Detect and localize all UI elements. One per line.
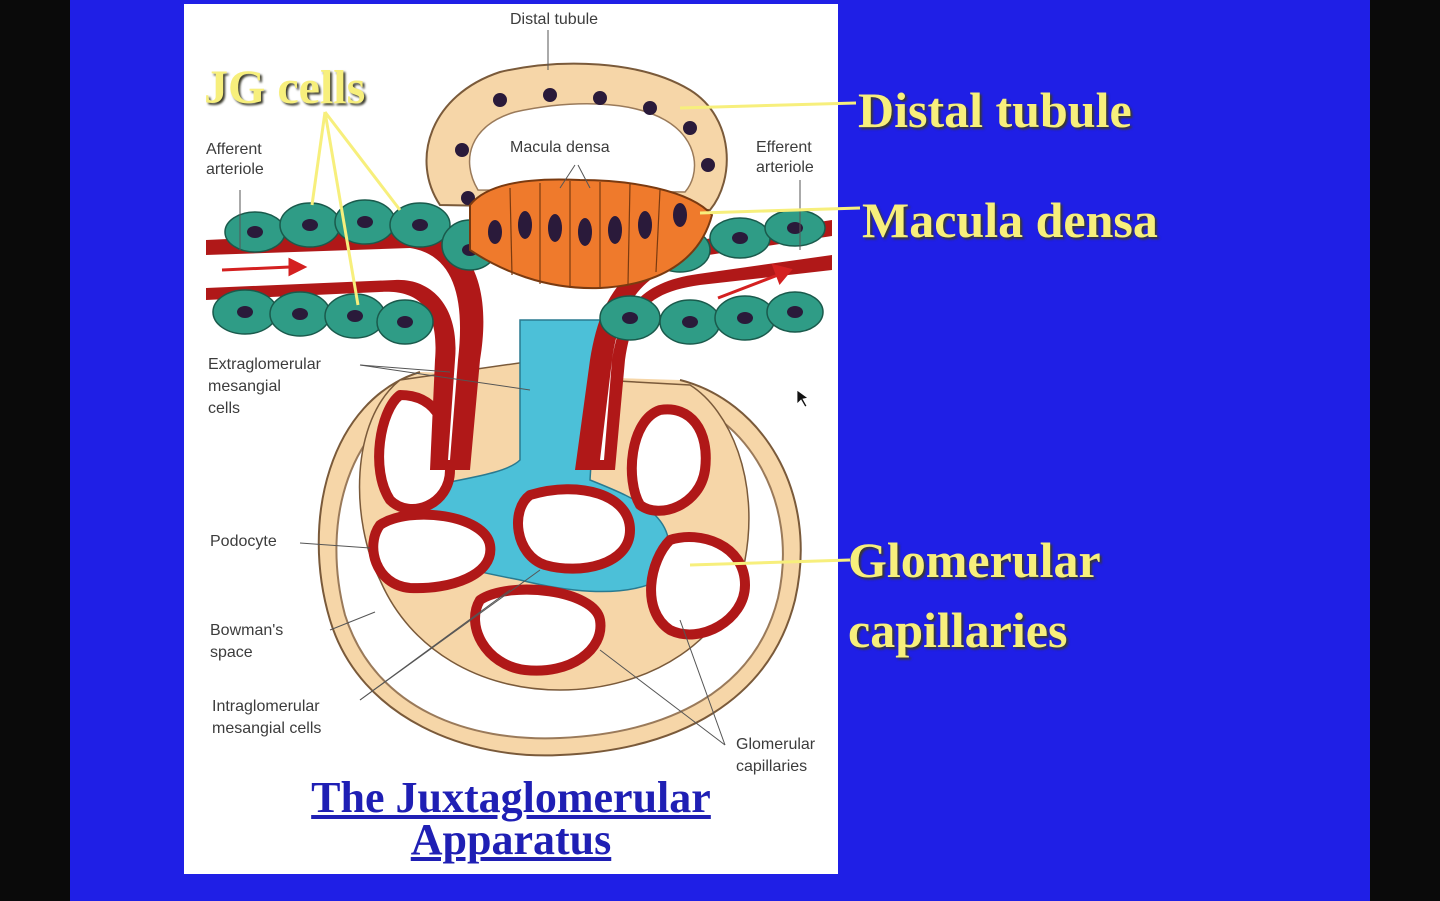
flow-arrow: [717, 273, 779, 300]
label-extraglomerular: Extraglomerular mesangial cells: [208, 356, 321, 417]
label-bowmans-space: Bowman's space: [210, 622, 284, 661]
flow-arrow: [221, 265, 291, 272]
diagram-title-line1: The Juxtaglomerular: [311, 773, 711, 822]
capillary-loop: [626, 404, 711, 516]
capillary-loop: [470, 584, 606, 676]
callout-glomerular-line1: Glomerular: [848, 532, 1101, 588]
callout-macula-densa: Macula densa: [862, 192, 1158, 248]
capillary-loop: [368, 509, 496, 594]
capillary-loop: [646, 532, 750, 640]
label-podocyte: Podocyte: [210, 533, 277, 550]
label-efferent-arteriole: Efferent arteriole: [756, 139, 814, 176]
label-afferent-arteriole: Afferent arteriole: [206, 141, 264, 178]
callout-line-glomerular: [689, 558, 851, 567]
callout-line-jg: [310, 111, 327, 206]
capillary-loop: [513, 484, 635, 574]
callout-line-jg: [323, 111, 360, 306]
callout-line-jg: [323, 111, 402, 211]
callout-line-distal: [679, 101, 857, 110]
diagram-title-line2: Apparatus: [410, 815, 612, 864]
label-macula-densa-small: Macula densa: [510, 139, 610, 156]
label-distal-tubule-small: Distal tubule: [510, 11, 599, 28]
label-glomerular-small: Glomerular capillaries: [736, 736, 816, 775]
callout-line-macula: [699, 206, 861, 215]
callout-jg-cells: JG cells: [204, 61, 366, 114]
afferent-arteriole-wall: [206, 230, 484, 470]
callout-distal-tubule: Distal tubule: [858, 82, 1132, 138]
label-intraglomerular: Intraglomerular mesangial cells: [212, 698, 322, 737]
callout-glomerular-line2: capillaries: [848, 602, 1068, 658]
mouse-cursor-icon: [796, 389, 809, 408]
